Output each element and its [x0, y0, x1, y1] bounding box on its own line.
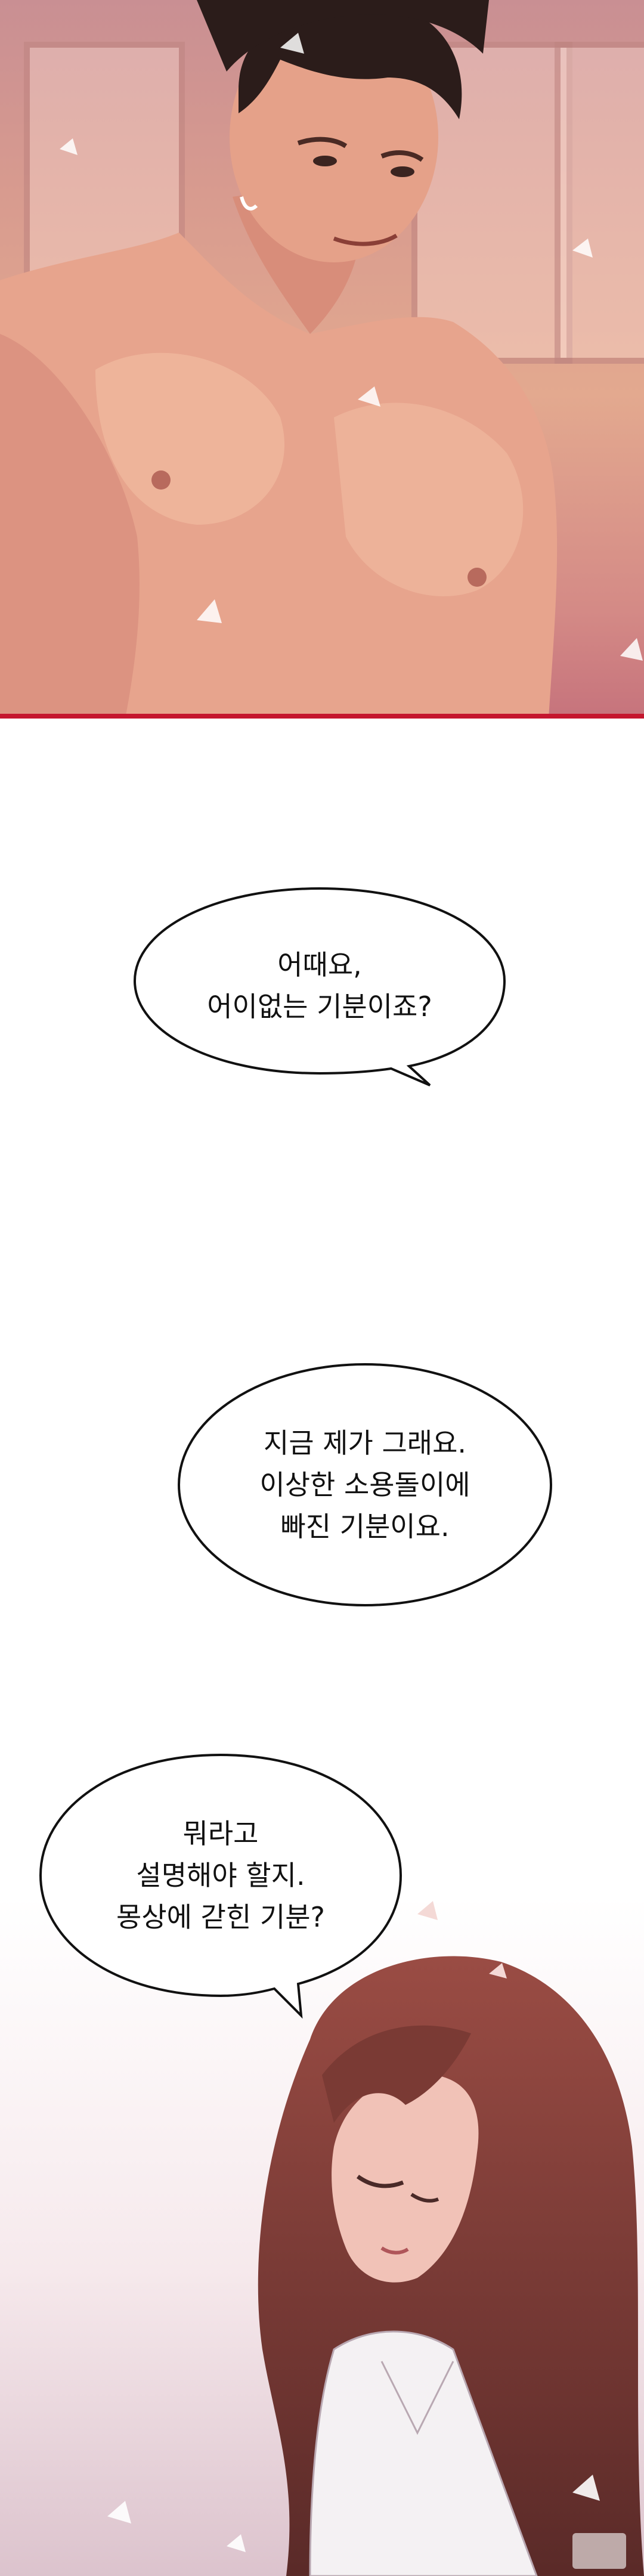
speech-line: 지금 제가 그래요. [263, 1427, 467, 1459]
speech-line: 빠진 기분이요. [280, 1510, 450, 1543]
speech-bubble: 어때요, 어이없는 기분이죠? [129, 883, 510, 1086]
speech-bubble: 뭐라고 설명해야 할지. 몽상에 갇힌 기분? [36, 1750, 405, 2019]
top-panel-illustration [0, 0, 644, 719]
speech-bubble-shape [39, 1753, 402, 2019]
speech-line: 뭐라고 [182, 1818, 259, 1850]
bottom-panel-illustration [0, 1896, 644, 2576]
speech-line: 어때요, [277, 949, 362, 981]
speech-line: 설명해야 할지. [136, 1859, 305, 1891]
watermark-logo [572, 2533, 626, 2569]
speech-line: 어이없는 기분이죠? [207, 990, 432, 1023]
man-figure [0, 0, 643, 719]
speech-bubble-shape [178, 1363, 552, 1606]
woman-figure [0, 1896, 644, 2576]
speech-text: 뭐라고 설명해야 할지. 몽상에 갇힌 기분? [36, 1750, 405, 2001]
speech-line: 몽상에 갇힌 기분? [116, 1901, 325, 1933]
speech-text: 지금 제가 그래요. 이상한 소용돌이에 빠진 기분이요. [174, 1360, 556, 1610]
speech-line: 이상한 소용돌이에 [259, 1469, 470, 1501]
speech-bubble-shape [133, 887, 506, 1086]
speech-text: 어때요, 어이없는 기분이죠? [129, 883, 510, 1084]
panel-bottom-border [0, 714, 644, 719]
background-window [555, 42, 644, 364]
speech-bubble: 지금 제가 그래요. 이상한 소용돌이에 빠진 기분이요. [174, 1360, 556, 1610]
